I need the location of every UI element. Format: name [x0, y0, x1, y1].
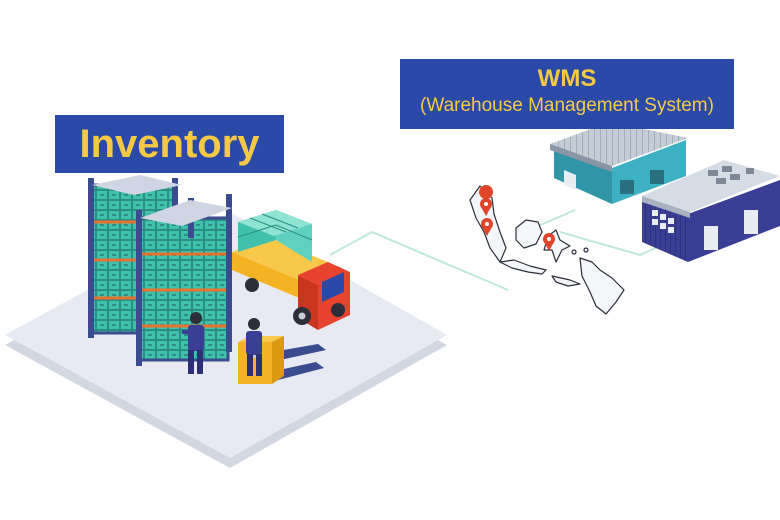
delivery-truck-icon — [232, 210, 350, 330]
map-pin-icon — [543, 233, 555, 251]
wms-label: WMS (Warehouse Management System) — [400, 59, 734, 129]
indonesia-map-icon — [469, 185, 625, 315]
wms-subtitle: (Warehouse Management System) — [420, 95, 714, 116]
wms-title: WMS — [537, 65, 597, 92]
connector-lines — [329, 209, 663, 291]
pallet-jack-icon — [238, 336, 326, 384]
warehouse-rack-icon — [136, 194, 232, 366]
worker-icon — [246, 318, 262, 376]
inventory-label-text: Inventory — [79, 122, 260, 166]
inventory-label: Inventory — [55, 115, 284, 173]
warehouse-building-icon — [642, 160, 780, 262]
map-pin-icon — [479, 185, 494, 216]
map-pin-icon — [481, 218, 493, 236]
warehouse-building-icon — [550, 122, 688, 204]
worker-icon — [182, 312, 204, 374]
